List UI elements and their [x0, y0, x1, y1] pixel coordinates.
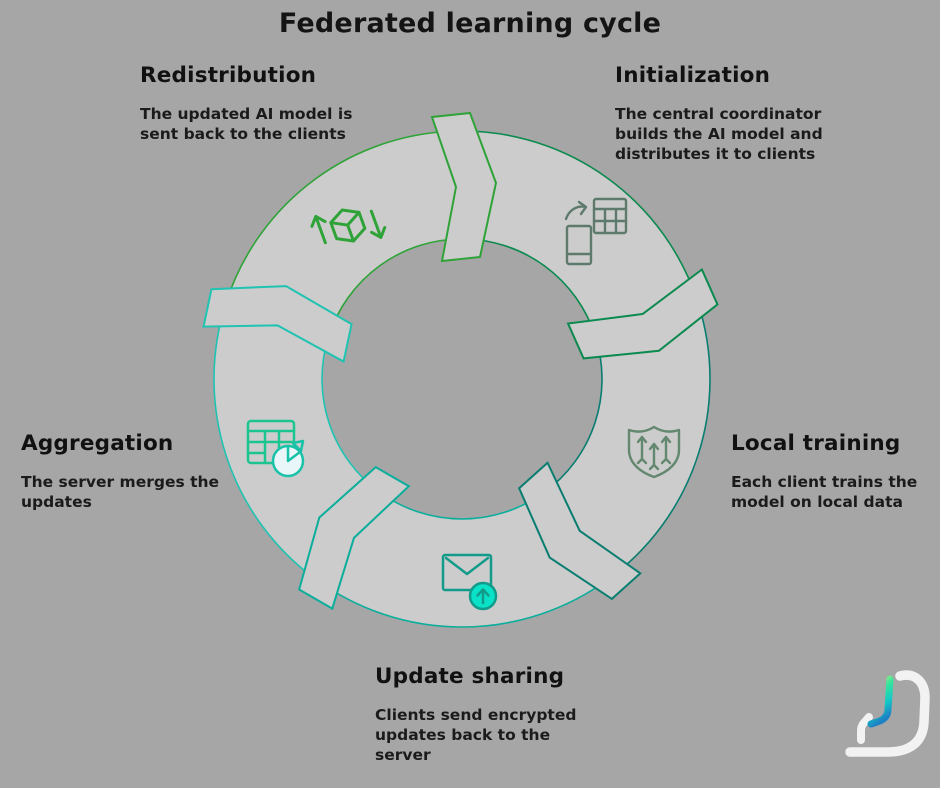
step-title-aggregation: Aggregation — [21, 431, 174, 456]
step-title-local-training: Local training — [731, 431, 901, 456]
ring-chevrons — [202, 111, 719, 611]
step-description-aggregation: The server merges the updates — [21, 473, 220, 512]
chevron-initialization-to-local-training — [566, 267, 719, 360]
step-description-initialization: The central coordinator builds the AI mo… — [615, 105, 823, 164]
step-block-initialization: Initialization The central coordinator b… — [615, 63, 847, 164]
step-description-update-sharing: Clients send encrypted updates back to t… — [375, 706, 577, 765]
chevron-aggregation-to-redistribution — [202, 285, 353, 364]
step-title-initialization: Initialization — [615, 63, 771, 88]
box-sync-arrows-icon — [310, 208, 387, 245]
step-block-local-training: Local training Each client trains the mo… — [731, 431, 936, 512]
chevron-update-sharing-to-aggregation — [298, 465, 411, 611]
page-title: Federated learning cycle — [278, 8, 662, 39]
chevron-redistribution-to-initialization — [430, 111, 498, 263]
brand-logo — [845, 670, 930, 757]
step-block-redistribution: Redistribution The updated AI model is s… — [140, 63, 355, 144]
step-description-local-training: Each client trains the model on local da… — [731, 473, 918, 512]
step-block-update-sharing: Update sharing Clients send encrypted up… — [375, 664, 603, 765]
model-distribution-icon — [564, 197, 628, 266]
shield-arrows-icon — [627, 425, 681, 479]
envelope-upload-icon — [441, 553, 498, 611]
step-title-update-sharing: Update sharing — [375, 664, 565, 689]
step-block-aggregation: Aggregation The server merges the update… — [21, 431, 246, 512]
chevron-local-training-to-update-sharing — [517, 461, 642, 601]
table-piechart-icon — [246, 419, 305, 478]
step-description-redistribution: The updated AI model is sent back to the… — [140, 105, 353, 144]
step-title-redistribution: Redistribution — [140, 63, 317, 88]
